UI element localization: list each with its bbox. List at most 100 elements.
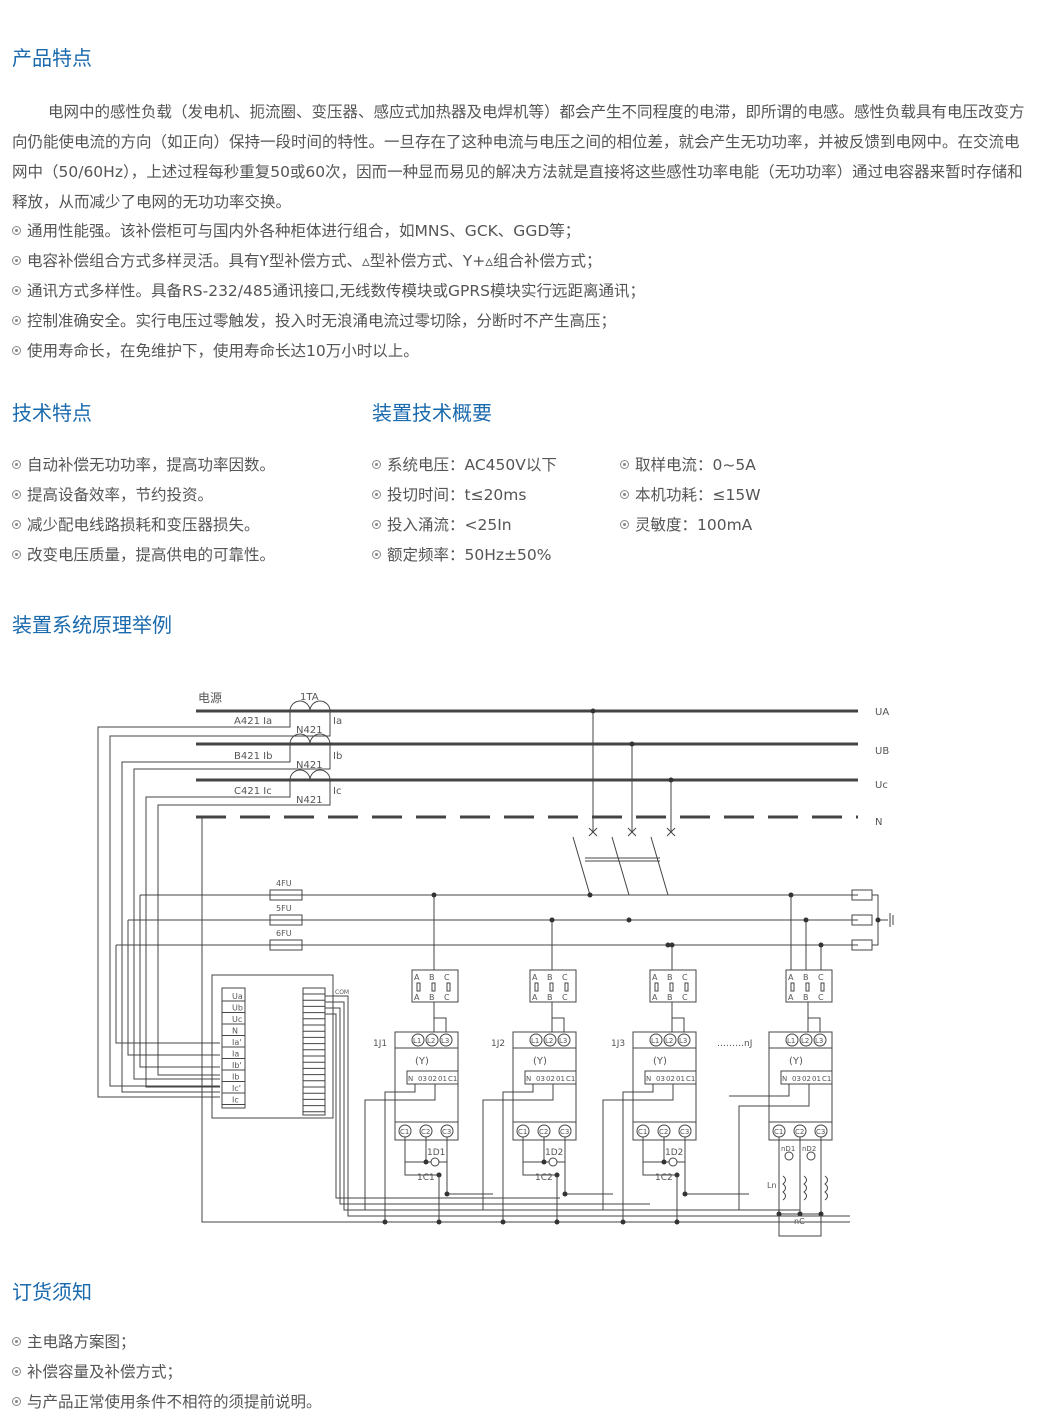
list-item-text: 本机功耗：≤15W (635, 486, 761, 504)
capacitor-label: nC (794, 1217, 805, 1226)
list-item: 自动补偿无功功率，提高功率因数。 (12, 450, 275, 480)
list-item: 取样电流：0~5A (620, 450, 756, 480)
module-type: (Y) (533, 1056, 547, 1067)
diagram-label: C (444, 993, 450, 1002)
pin-label: N (646, 1075, 651, 1083)
bullet-icon (372, 490, 381, 499)
list-item-text: 减少配电线路损耗和变压器损失。 (27, 516, 260, 534)
list-item: 与产品正常使用条件不相符的须提前说明。 (12, 1387, 322, 1417)
diagram-label: B (429, 993, 435, 1002)
pin-label: 03 (656, 1075, 665, 1083)
diagram-label: C (818, 993, 824, 1002)
junction-dot (797, 1211, 803, 1217)
diagram-label: A (414, 993, 420, 1002)
pin-label: N (408, 1075, 413, 1083)
module-name: ………nJ (717, 1039, 752, 1049)
overview-title: 装置技术概要 (372, 401, 492, 425)
list-item-text: 与产品正常使用条件不相符的须提前说明。 (27, 1393, 322, 1411)
terminal-label: C1 (774, 1128, 783, 1136)
fuse-label: 4FU (276, 879, 292, 888)
bullet-icon (372, 520, 381, 529)
terminal-label: L1 (413, 1037, 421, 1045)
junction-dot (682, 1191, 688, 1197)
diagram-label: A (532, 993, 538, 1002)
pin-label: 02 (802, 1075, 811, 1083)
junction-dot (788, 892, 794, 898)
junction-dot (629, 741, 635, 747)
pin-label: N (526, 1075, 531, 1083)
junction-dot (875, 917, 881, 923)
junction-dot (444, 1191, 450, 1197)
list-item: 主电路方案图； (12, 1327, 136, 1357)
module-type: (Y) (415, 1056, 429, 1067)
bullet-icon (12, 316, 21, 325)
diagram-label: B (667, 993, 673, 1002)
terminal-label: C2 (659, 1128, 668, 1136)
pin-label: 01 (438, 1075, 447, 1083)
junction-dot (669, 942, 675, 948)
diagram-label: C (818, 973, 824, 982)
diagram-label: N421 (296, 760, 323, 771)
terminal-label: Ic (232, 1096, 239, 1105)
terminal-label: Ia' (232, 1038, 241, 1047)
junction-dot (626, 917, 632, 923)
list-item: 投切时间：t≤20ms (372, 480, 526, 510)
bullet-icon (12, 346, 21, 355)
list-item: 灵敏度：100mA (620, 510, 752, 540)
diagram-label: C (682, 993, 688, 1002)
list-item-text: 通用性能强。该补偿柜可与国内外各种柜体进行组合，如MNS、GCK、GGD等； (27, 222, 581, 240)
junction-dot (620, 1219, 626, 1225)
module-type: (Y) (789, 1056, 803, 1067)
junction-dot (776, 1211, 782, 1217)
ct-label: 1TA (300, 692, 319, 703)
list-item-text: 额定频率：50Hz±50% (387, 546, 552, 564)
junction-dot (500, 1219, 506, 1225)
terminal-label: C2 (539, 1128, 548, 1136)
module-name: 1J1 (373, 1039, 387, 1049)
junction-dot (562, 1191, 568, 1197)
bullet-icon (12, 460, 21, 469)
list-item-text: 电容补偿组合方式多样灵活。具有Y型补偿方式、▵型补偿方式、Y+▵组合补偿方式； (27, 252, 602, 270)
bus-label: N (875, 817, 882, 828)
diagram-label: B (803, 993, 809, 1002)
pin-label: 03 (536, 1075, 545, 1083)
junction-dot (436, 1219, 442, 1225)
bus-label: Uc (875, 780, 888, 791)
list-item: 系统电压：AC450V以下 (372, 450, 557, 480)
list-item: 本机功耗：≤15W (620, 480, 761, 510)
lamp-label: nD2 (802, 1145, 816, 1153)
diagram-label: N421 (296, 725, 323, 736)
terminal-label: Ic' (232, 1084, 241, 1093)
lamp-label: 1D2 (665, 1148, 683, 1158)
diagram-label: C (562, 973, 568, 982)
terminal-label: L3 (679, 1037, 687, 1045)
terminal-label: C3 (816, 1128, 825, 1136)
pin-label: 02 (666, 1075, 675, 1083)
list-item: 减少配电线路损耗和变压器损失。 (12, 510, 260, 540)
list-item-text: 取样电流：0~5A (635, 456, 756, 474)
bullet-icon (12, 520, 21, 529)
terminal-label: Uc (232, 1015, 242, 1024)
terminal-label: C1 (400, 1128, 409, 1136)
list-item: 额定频率：50Hz±50% (372, 540, 551, 570)
junction-dot (587, 892, 593, 898)
junction-dot (382, 1219, 388, 1225)
list-item: 补偿容量及补偿方式； (12, 1357, 182, 1387)
pin-label: 03 (418, 1075, 427, 1083)
diagram-label: B (547, 993, 553, 1002)
terminal-label: C1 (518, 1128, 527, 1136)
tech-title: 技术特点 (12, 401, 92, 425)
diagram-label: B (429, 973, 435, 982)
diagram-label: Ib (333, 751, 342, 762)
junction-dot (431, 892, 437, 898)
list-item: 使用寿命长，在免维护下，使用寿命长达10万小时以上。 (12, 336, 419, 366)
diagram-label: Ia (333, 716, 342, 727)
terminal-label: L2 (801, 1037, 809, 1045)
lamp-label: 1D2 (545, 1148, 563, 1158)
junction-dot (665, 942, 671, 948)
diagram-label: A (652, 993, 658, 1002)
terminal-label: Ia (232, 1050, 239, 1059)
list-item-text: 通讯方式多样性。具备RS-232/485通讯接口,无线数传模块或GPRS模块实行… (27, 282, 645, 300)
terminal-label: L1 (531, 1037, 539, 1045)
